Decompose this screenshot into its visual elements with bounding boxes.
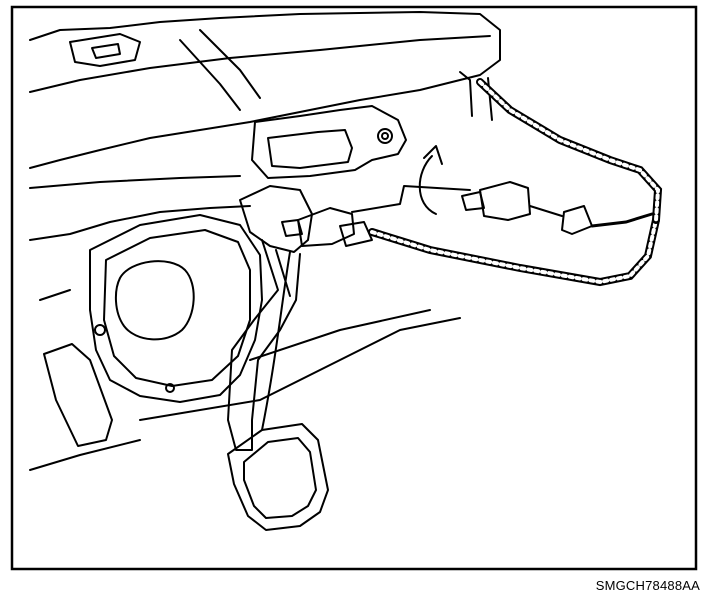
dash-bracket-hole	[91, 43, 121, 59]
pedal-pad-face	[243, 437, 317, 519]
booster-center-face	[114, 260, 195, 341]
dash-fold-line-2	[199, 29, 261, 99]
removed-switch-body	[479, 181, 531, 221]
booster-stud	[94, 324, 106, 336]
wiring-harness-upper-dash	[478, 80, 661, 222]
booster-housing	[89, 214, 263, 403]
pedal-arm-inner	[275, 249, 291, 297]
switch-wire-2	[529, 205, 563, 217]
removed-switch-plunger	[461, 191, 485, 211]
lower-left-panel	[43, 343, 113, 447]
bracket-bolt-hole-inner	[381, 132, 389, 140]
wiring-harness-upper	[476, 78, 663, 224]
wiring-harness-lower-dash	[370, 218, 658, 285]
removal-arrow-head	[423, 145, 443, 165]
dash-panel-top	[29, 11, 501, 169]
floor-line-3	[249, 309, 431, 361]
body-line-upper	[29, 175, 241, 189]
clutch-switch-plunger	[281, 219, 303, 237]
removed-switch-connector	[561, 205, 593, 235]
pedal-pad	[227, 423, 329, 531]
dash-fold-line	[179, 39, 241, 111]
switch-bracket	[251, 105, 407, 179]
clutch-switch-connector	[339, 221, 373, 247]
pedal-pivot-plate	[239, 185, 313, 253]
switch-bracket-window	[267, 129, 353, 169]
body-line-lower	[29, 205, 251, 241]
booster-housing-rim	[103, 229, 251, 387]
illustration-frame	[10, 5, 698, 571]
dash-bracket-left	[69, 33, 141, 67]
removal-arrow-icon	[418, 155, 437, 215]
wiring-harness-branch	[590, 212, 654, 228]
dash-right-trim-2	[487, 77, 493, 121]
wiring-harness-lower	[368, 216, 660, 287]
dash-right-trim	[459, 71, 473, 117]
floor-line	[29, 439, 141, 471]
pedal-wire	[261, 251, 291, 431]
pedal-arm	[227, 239, 301, 451]
dash-panel-edge	[29, 35, 491, 93]
clutch-switch-body	[297, 207, 355, 247]
floor-line-2	[139, 317, 461, 421]
figure-caption: SMGCH78488AA	[595, 578, 700, 593]
body-line-floor	[39, 289, 71, 301]
booster-stud-2	[165, 383, 175, 393]
switch-wire	[351, 185, 471, 213]
bracket-bolt-hole	[377, 128, 393, 144]
